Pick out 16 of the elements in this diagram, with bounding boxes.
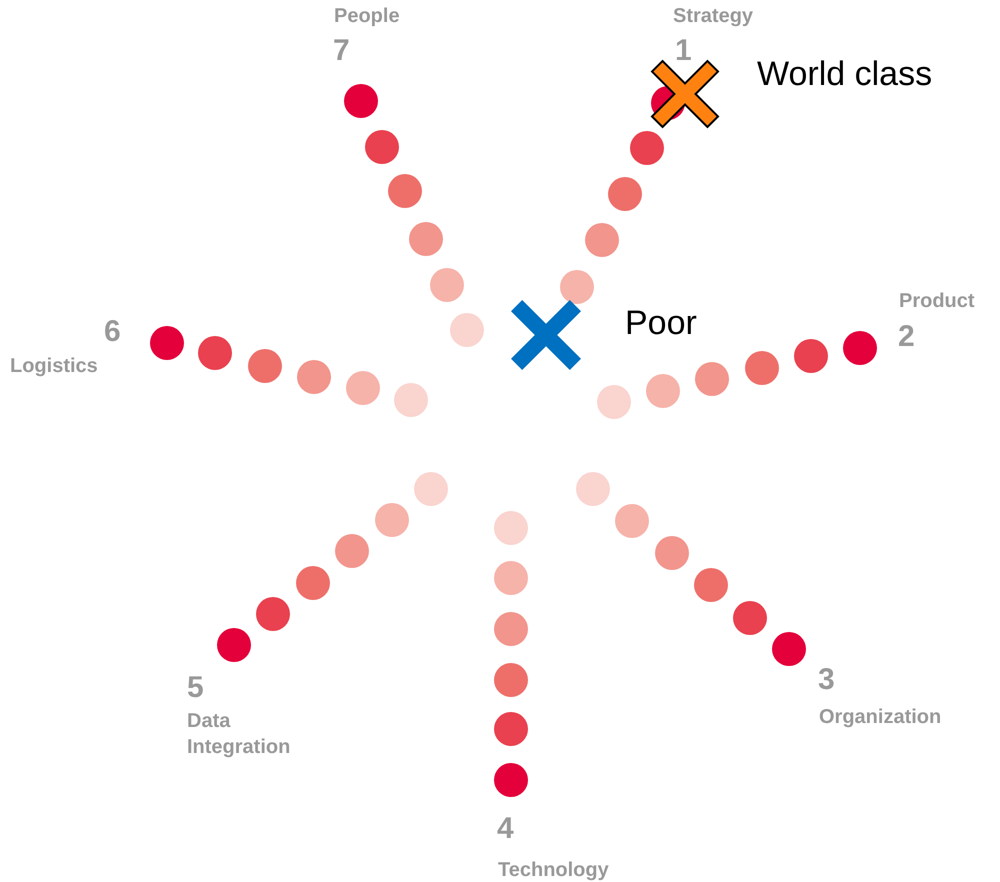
scale-label: World class [757,57,932,91]
spoke-number: 5 [187,673,204,703]
category-label: Technology [498,860,609,880]
spoke-number: 6 [104,317,121,347]
spoke-number: 7 [333,36,350,66]
spoke-number: 1 [675,36,692,66]
spoke-number: 2 [898,322,915,352]
category-label: Product [899,291,975,311]
spoke-number: 4 [497,814,514,844]
scale-label: Poor [625,306,697,340]
category-label: Strategy [673,6,754,26]
category-label: Data Integration [187,709,292,760]
category-label: Organization [819,707,942,727]
spoke-number: 3 [818,665,835,695]
category-label: People [334,6,400,26]
category-label: Logistics [10,356,98,376]
